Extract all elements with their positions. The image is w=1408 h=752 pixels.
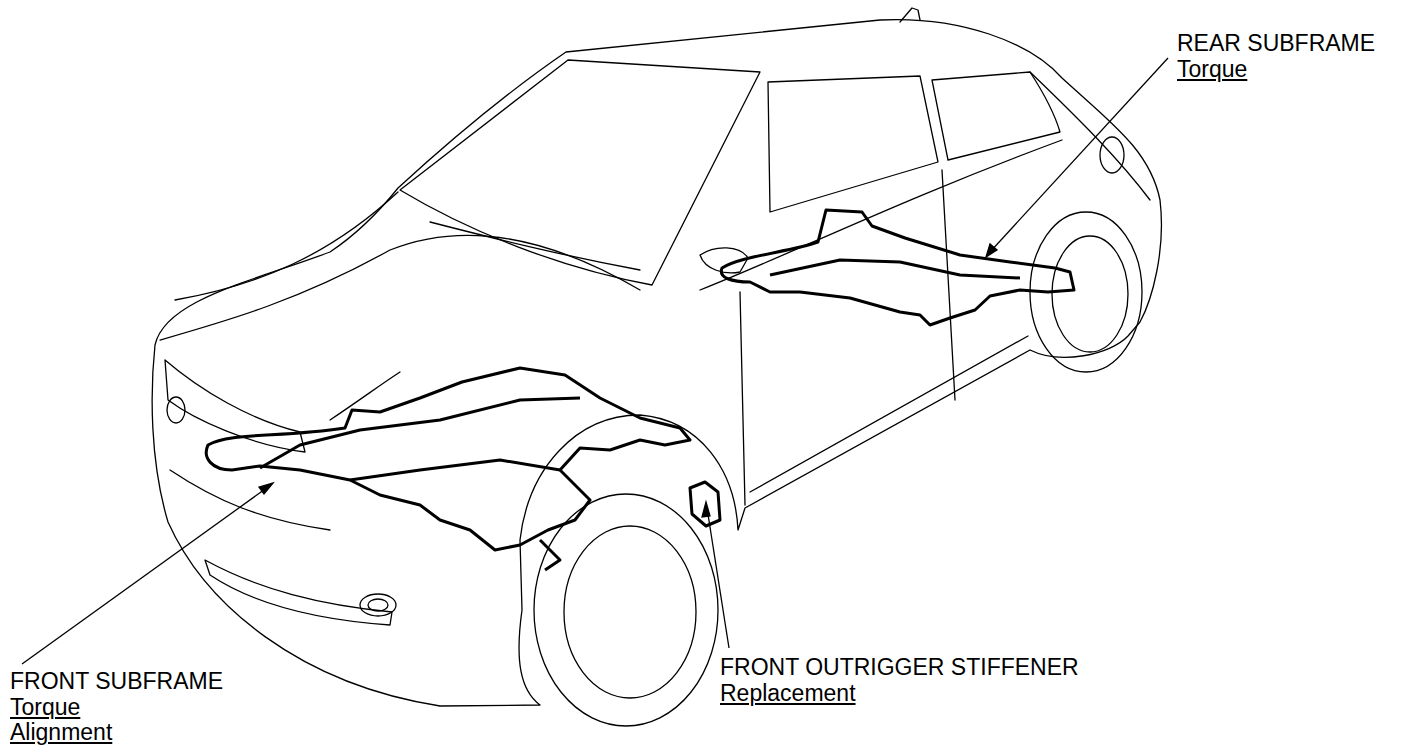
- windshield: [400, 60, 760, 285]
- sill-line: [750, 336, 1028, 492]
- door-line: [740, 292, 745, 505]
- arrow-head: [702, 502, 710, 517]
- leader-line: [22, 487, 268, 664]
- front-window: [768, 76, 938, 212]
- tail-light: [1100, 137, 1124, 173]
- door-beltline: [700, 140, 1062, 290]
- fog-lamp: [368, 599, 388, 611]
- lower-grille: [205, 560, 392, 625]
- part-name: REAR SUBFRAME: [1176, 30, 1376, 56]
- leader-line: [707, 508, 729, 648]
- part-name: FRONT SUBFRAME: [9, 668, 224, 694]
- leader-line: [990, 58, 1168, 252]
- antenna: [900, 8, 920, 22]
- wiper: [430, 222, 640, 270]
- fog-lamp: [360, 594, 396, 616]
- procedure-link: Torque: [9, 694, 81, 720]
- rear-subframe: [721, 210, 1074, 325]
- headlight: [330, 372, 400, 420]
- front-subframe-rail: [260, 398, 580, 468]
- front-emblem: [167, 397, 185, 423]
- front-subframe: [206, 368, 690, 550]
- car-body: [152, 20, 1161, 706]
- front-tire: [534, 494, 718, 726]
- rear-subframe-rail: [770, 260, 1020, 278]
- front-outrigger-stiffener: [690, 482, 720, 526]
- procedure-link: Replacement: [719, 680, 857, 706]
- arrow-head: [986, 244, 997, 257]
- hood-line: [160, 235, 640, 340]
- rear-quarter-line: [1030, 72, 1150, 200]
- part-name: FRONT OUTRIGGER STIFFENER: [719, 654, 1080, 680]
- front-subframe-arm: [540, 540, 560, 570]
- procedure-link: Torque: [1176, 56, 1248, 82]
- rear-window: [932, 72, 1060, 160]
- rear-rim: [1052, 236, 1128, 352]
- front-rim: [564, 526, 696, 698]
- procedure-link: Alignment: [9, 719, 113, 745]
- front-subframe-rail: [350, 460, 560, 480]
- arrow-head: [259, 483, 273, 494]
- hood-crease: [175, 192, 398, 300]
- door-line: [942, 170, 955, 400]
